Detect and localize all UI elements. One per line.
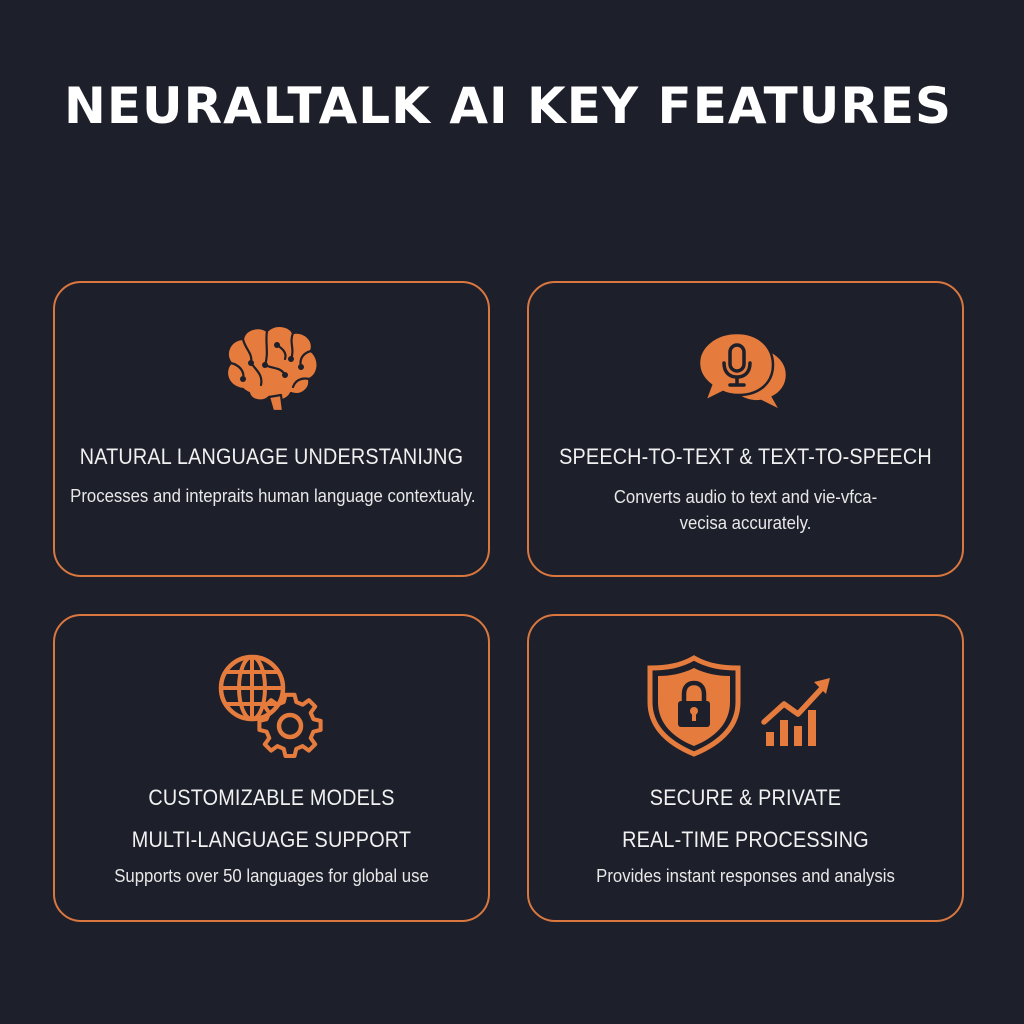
- feature-card-customizable: CUSTOMIZABLE MODELS MULTI-LANGUAGE SUPPO…: [53, 614, 490, 922]
- gear-icon: [256, 692, 323, 759]
- feature-subheading: MULTI-LANGUAGE SUPPORT: [131, 827, 412, 852]
- feature-description: Provides instant responses and analysis: [596, 866, 895, 886]
- feature-subheading: REAL-TIME PROCESSING: [622, 827, 869, 852]
- icon-group: [55, 652, 488, 762]
- feature-card-natural-language: NATURAL LANGUAGE UNDERSTANIJNG Processes…: [53, 281, 490, 577]
- feature-heading: SECURE & PRIVATE: [649, 785, 842, 810]
- page-title: NEURALTALK AI KEY FEATURES: [64, 77, 953, 135]
- globe-icon: [218, 654, 285, 722]
- icon-group: [529, 652, 962, 762]
- feature-description: vecisa accurately.: [679, 513, 812, 533]
- feature-card-secure: SECURE & PRIVATE REAL-TIME PROCESSING Pr…: [527, 614, 964, 922]
- shield-lock-icon: [647, 655, 740, 757]
- feature-description: Processes and intepraits human language …: [70, 486, 476, 506]
- speech-bubble-microphone-icon: [529, 319, 962, 419]
- feature-heading: CUSTOMIZABLE MODELS: [148, 785, 395, 810]
- brain-icon: [55, 319, 488, 419]
- feature-description: Supports over 50 languages for global us…: [114, 866, 429, 886]
- feature-heading: NATURAL LANGUAGE UNDERSTANIJNG: [79, 444, 464, 469]
- feature-card-speech: SPEECH-TO-TEXT & TEXT-TO-SPEECH Converts…: [527, 281, 964, 577]
- feature-heading: SPEECH-TO-TEXT & TEXT-TO-SPEECH: [559, 444, 932, 469]
- growth-chart-icon: [760, 678, 830, 746]
- feature-description: Converts audio to text and vie-vfca-: [613, 487, 878, 507]
